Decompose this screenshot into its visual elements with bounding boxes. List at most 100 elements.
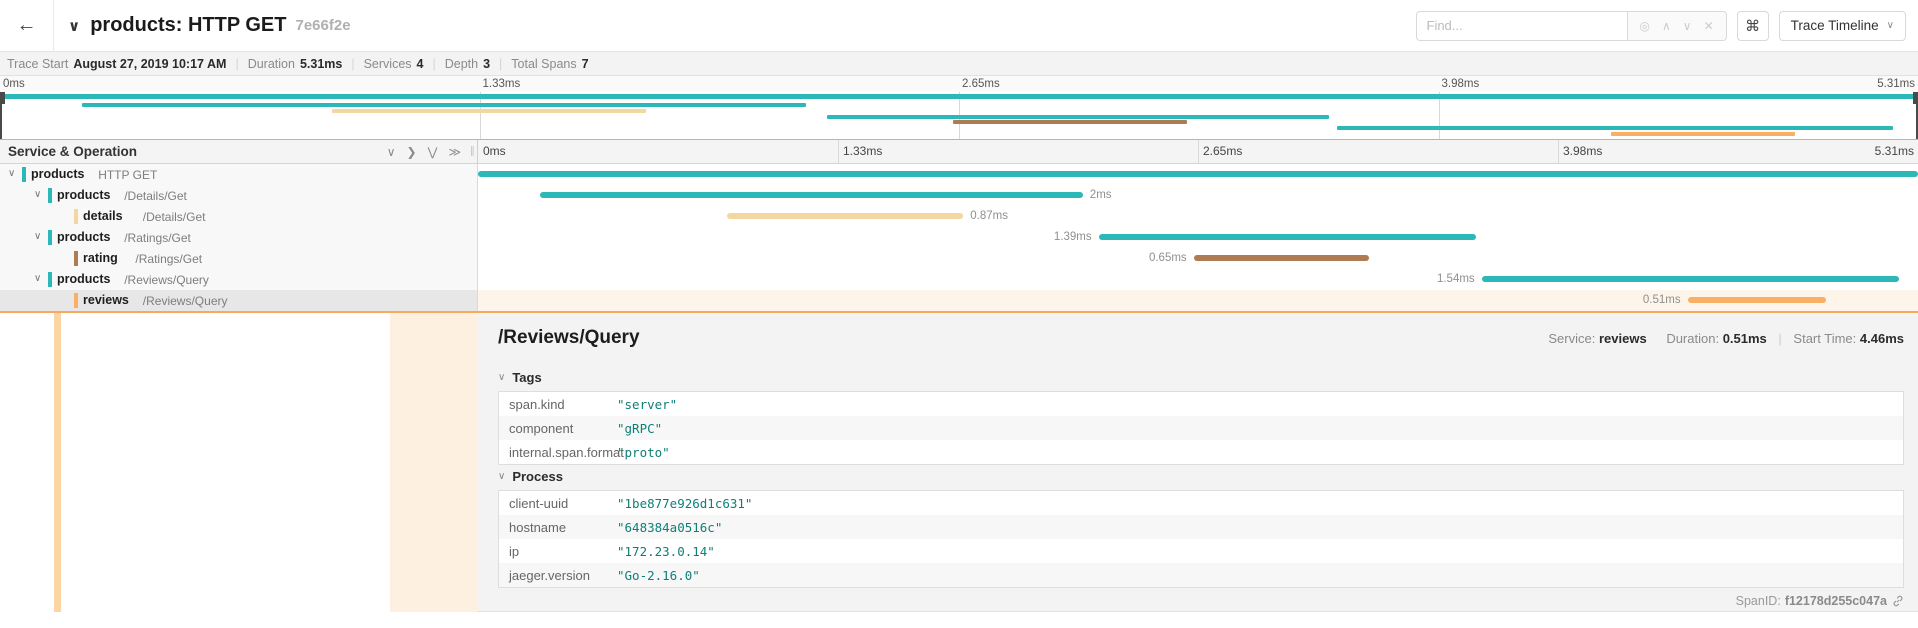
operation-name: /Reviews/Query — [142, 294, 228, 308]
minimap-span-bar[interactable] — [1336, 126, 1894, 131]
drag-grip-icon[interactable] — [0, 92, 5, 104]
chevron-down-icon[interactable]: ∨ — [68, 17, 81, 35]
start-time-value: 4.46ms — [1859, 331, 1904, 346]
process-row: ip"172.23.0.14" — [499, 539, 1903, 563]
keyboard-shortcuts-button[interactable]: ⌘ — [1736, 10, 1769, 41]
minimap-span-bar[interactable] — [82, 103, 806, 107]
span-bar-cell[interactable]: 2ms — [478, 185, 1918, 206]
process-section-header[interactable]: ∨ Process — [498, 469, 1904, 484]
collapse-one-icon[interactable]: ❯ — [406, 144, 417, 159]
minimap-tick-label: 5.31ms — [1877, 78, 1915, 90]
minimap-gridline — [1438, 92, 1440, 139]
span-operation-title: /Reviews/Query — [498, 327, 640, 348]
minimap-canvas[interactable] — [0, 92, 1918, 139]
expand-all-icon[interactable]: ⋁ — [427, 144, 438, 159]
span-bar-cell[interactable]: 0.87ms — [478, 206, 1918, 227]
service-color-chip — [48, 230, 52, 245]
span-tree-cell[interactable]: ∨products/Reviews/Query — [0, 269, 478, 290]
tree-chevron-down-icon[interactable]: ∨ — [34, 189, 42, 200]
span-row-products[interactable]: ∨products/Ratings/Get 1.39ms — [0, 227, 1918, 248]
span-duration-bar[interactable] — [1193, 255, 1370, 261]
operation-name: /Details/Get — [124, 189, 187, 203]
process-row-key: client-uuid — [509, 495, 569, 511]
minimap-span-bar[interactable] — [0, 94, 1918, 99]
minimap-tick-label: 2.65ms — [962, 78, 1000, 90]
span-duration-bar[interactable] — [727, 213, 964, 219]
tags-section-header[interactable]: ∨ Tags — [498, 370, 1904, 385]
span-id-footer: SpanID: f12178d255c047a — [498, 588, 1904, 608]
minimap-span-bar[interactable] — [953, 120, 1188, 125]
tags-table: span.kind"server"component"gRPC"internal… — [498, 391, 1904, 465]
column-resizer[interactable]: ∥ — [470, 146, 475, 157]
span-tree-cell[interactable]: ∨products/Details/Get — [0, 185, 478, 206]
trace-stat-value: 4 — [416, 56, 424, 71]
span-bar-cell[interactable]: 1.39ms — [478, 227, 1918, 248]
minimap-span-bar[interactable] — [331, 108, 647, 113]
span-tree-cell[interactable]: reviews/Reviews/Query — [0, 290, 478, 311]
span-duration-bar[interactable] — [1687, 297, 1826, 303]
span-duration-bar[interactable] — [1481, 276, 1900, 282]
tree-chevron-down-icon[interactable]: ∨ — [34, 231, 42, 242]
span-bar-cell[interactable]: 0.65ms — [478, 248, 1918, 269]
find-input[interactable] — [1415, 10, 1628, 41]
trace-stat-label: Duration — [247, 56, 295, 71]
trace-view-selector[interactable]: Trace Timeline ∨ — [1778, 10, 1906, 41]
span-bar-cell[interactable] — [478, 164, 1918, 185]
tree-chevron-down-icon[interactable]: ∨ — [34, 273, 42, 284]
tree-collapse-controls: ∨ ❯ ⋁ ≫ — [376, 145, 461, 159]
service-color-chip — [48, 272, 52, 287]
tree-chevron-down-icon[interactable]: ∨ — [8, 168, 16, 179]
timeline-tick-label: 2.65ms — [1203, 144, 1243, 158]
process-row: jaeger.version"Go-2.16.0" — [499, 563, 1903, 587]
trace-header: ← ∨ products: HTTP GET 7e66f2e ◎ ∧ ∨ ✕ ⌘… — [0, 0, 1918, 52]
minimap-span-bar[interactable] — [826, 114, 1330, 119]
timeline-tick-label: 5.31ms — [1874, 144, 1914, 158]
find-icon-group: ◎ ∧ ∨ ✕ — [1627, 10, 1727, 41]
chevron-down-icon: ∨ — [498, 372, 506, 383]
minimap-right-handle[interactable] — [1913, 92, 1918, 139]
expand-one-icon[interactable]: ∨ — [386, 144, 396, 159]
service-color-chip — [48, 188, 52, 203]
tag-row-value: "gRPC" — [617, 420, 663, 436]
span-bar-cell[interactable]: 0.51ms — [478, 290, 1918, 311]
collapse-all-icon[interactable]: ≫ — [448, 144, 461, 159]
span-tree-cell[interactable]: ∨products/Ratings/Get — [0, 227, 478, 248]
span-duration-label: 1.39ms — [1053, 231, 1092, 243]
minimap-left-handle[interactable] — [0, 92, 5, 139]
minimap-tick-label: 1.33ms — [482, 78, 521, 90]
trace-stat-value: August 27, 2019 10:17 AM — [73, 56, 227, 71]
span-duration-bar[interactable] — [539, 192, 1083, 198]
minimap-span-bar[interactable] — [1611, 132, 1796, 136]
deep-link-icon[interactable] — [1892, 595, 1904, 607]
minimap-tick-label: 3.98ms — [1441, 78, 1480, 90]
clear-find-icon[interactable]: ✕ — [1703, 18, 1714, 33]
process-row: hostname"648384a0516c" — [499, 515, 1903, 539]
span-duration-label: 0.65ms — [1148, 252, 1187, 264]
service-name: rating — [83, 251, 118, 265]
span-indent-fill — [390, 313, 478, 612]
span-duration-bar[interactable] — [478, 171, 1918, 177]
span-duration-bar[interactable] — [1098, 234, 1476, 240]
drag-grip-icon[interactable] — [1913, 92, 1918, 104]
span-tree-cell[interactable]: rating/Ratings/Get — [0, 248, 478, 269]
prev-match-icon[interactable]: ∧ — [1661, 18, 1671, 33]
span-bar-cell[interactable]: 1.54ms — [478, 269, 1918, 290]
duration-label: Duration: — [1666, 331, 1720, 346]
find-group: ◎ ∧ ∨ ✕ — [1415, 10, 1727, 41]
scroll-to-match-icon[interactable]: ◎ — [1639, 18, 1650, 33]
next-match-icon[interactable]: ∨ — [1682, 18, 1692, 33]
tag-row-key: internal.span.format — [509, 444, 624, 460]
back-button[interactable]: ← — [0, 0, 54, 52]
service-color-chip — [74, 209, 78, 224]
span-row-rating[interactable]: rating/Ratings/Get 0.65ms — [0, 248, 1918, 269]
span-tree-cell[interactable]: details/Details/Get — [0, 206, 478, 227]
